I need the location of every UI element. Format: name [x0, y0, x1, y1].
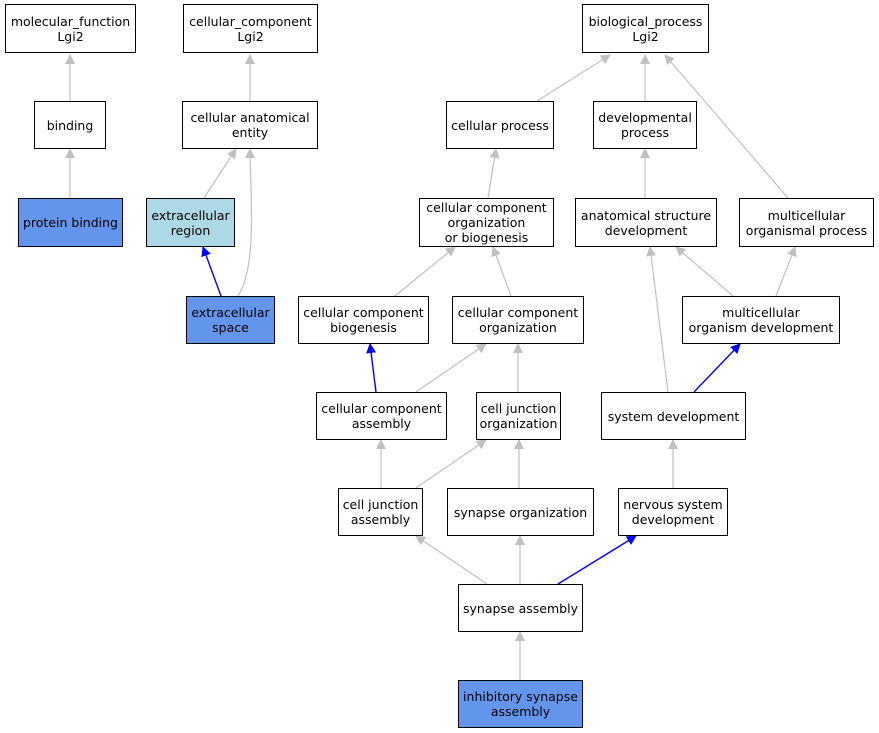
- node-anatomical-structure-development[interactable]: anatomical structure development: [575, 198, 717, 247]
- node-protein-binding[interactable]: protein binding: [18, 198, 123, 247]
- node-cc-organization-or-biogenesis[interactable]: cellular component organization or bioge…: [419, 198, 554, 247]
- node-extracellular-region[interactable]: extracellular region: [146, 198, 235, 247]
- edge-mod-mop: [775, 246, 797, 297]
- node-cellular-process[interactable]: cellular process: [446, 101, 554, 149]
- edge-extracellular-space-cae: [237, 148, 256, 297]
- edge-extracellular-region-cae: [203, 148, 237, 199]
- edge-cja-cjo: [415, 439, 487, 489]
- node-cc-organization[interactable]: cellular component organization: [452, 296, 584, 344]
- node-molecular-function[interactable]: molecular_function Lgi2: [5, 4, 136, 53]
- node-developmental-process[interactable]: developmental process: [593, 101, 697, 149]
- node-cell-junction-organization[interactable]: cell junction organization: [476, 392, 561, 440]
- edge-sa-nsd: [557, 535, 637, 585]
- edge-ccb-ccob: [394, 246, 456, 297]
- node-cellular-anatomical-entity[interactable]: cellular anatomical entity: [182, 101, 318, 149]
- edge-ccob-cellular-process: [487, 148, 500, 199]
- node-nervous-system-development[interactable]: nervous system development: [618, 488, 728, 536]
- edge-cca-cco: [415, 343, 487, 393]
- node-binding[interactable]: binding: [34, 101, 106, 149]
- edge-cellular-process-bp: [536, 54, 611, 102]
- node-biological-process[interactable]: biological_process Lgi2: [582, 4, 709, 53]
- node-extracellular-space[interactable]: extracellular space: [186, 296, 275, 344]
- node-system-development[interactable]: system development: [601, 392, 746, 440]
- edge-cco-ccob: [491, 246, 512, 297]
- edge-sd-asd: [646, 246, 669, 393]
- node-inhibitory-synapse-assembly[interactable]: inhibitory synapse assembly: [458, 680, 583, 728]
- node-synapse-organization[interactable]: synapse organization: [447, 488, 594, 536]
- edge-sa-cja: [415, 535, 488, 585]
- node-cc-biogenesis[interactable]: cellular component biogenesis: [298, 296, 429, 344]
- edge-extracellular-space-region: [201, 246, 222, 297]
- node-synapse-assembly[interactable]: synapse assembly: [458, 584, 583, 632]
- node-multicellular-organism-development[interactable]: multicellular organism development: [682, 296, 840, 344]
- edge-mop-bp: [664, 54, 789, 199]
- edge-mod-asd: [675, 246, 734, 297]
- node-cell-junction-assembly[interactable]: cell junction assembly: [338, 488, 423, 536]
- node-cc-assembly[interactable]: cellular component assembly: [316, 392, 447, 440]
- node-cellular-component[interactable]: cellular_component Lgi2: [183, 4, 318, 53]
- edge-sd-mod: [693, 343, 741, 393]
- edge-cca-ccb: [366, 343, 377, 393]
- node-multicellular-organismal-process[interactable]: multicellular organismal process: [739, 198, 874, 247]
